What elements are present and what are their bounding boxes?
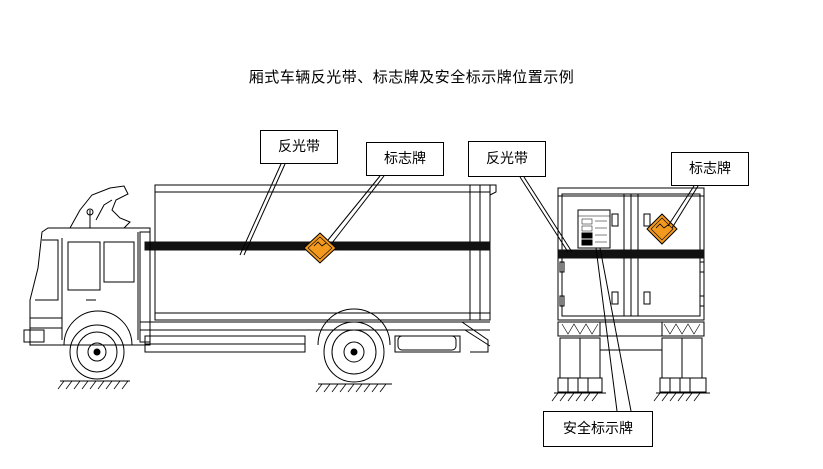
rear-view-truck (551, 187, 710, 402)
truck-cab (29, 227, 151, 346)
wheel-icon (323, 321, 385, 383)
leader-lines (239, 163, 699, 412)
label-safety-warning-plate: 安全标示牌 (543, 411, 653, 447)
label-reflective-strip-rear: 反光带 (468, 141, 546, 177)
wheel-icon (69, 324, 125, 380)
explosive-diamond-icon (646, 213, 678, 245)
label-reflective-strip-side: 反光带 (260, 130, 338, 164)
reflective-strip-rear (557, 249, 705, 259)
cargo-box-side (154, 184, 491, 321)
side-view-truck (23, 184, 497, 393)
page-title: 厢式车辆反光带、标志牌及安全标示牌位置示例 (248, 68, 575, 86)
label-sign-plate-side: 标志牌 (366, 142, 444, 176)
explosive-diamond-icon (303, 232, 337, 264)
safety-warning-plate-icon (577, 209, 611, 249)
label-sign-plate-rear: 标志牌 (671, 152, 749, 186)
